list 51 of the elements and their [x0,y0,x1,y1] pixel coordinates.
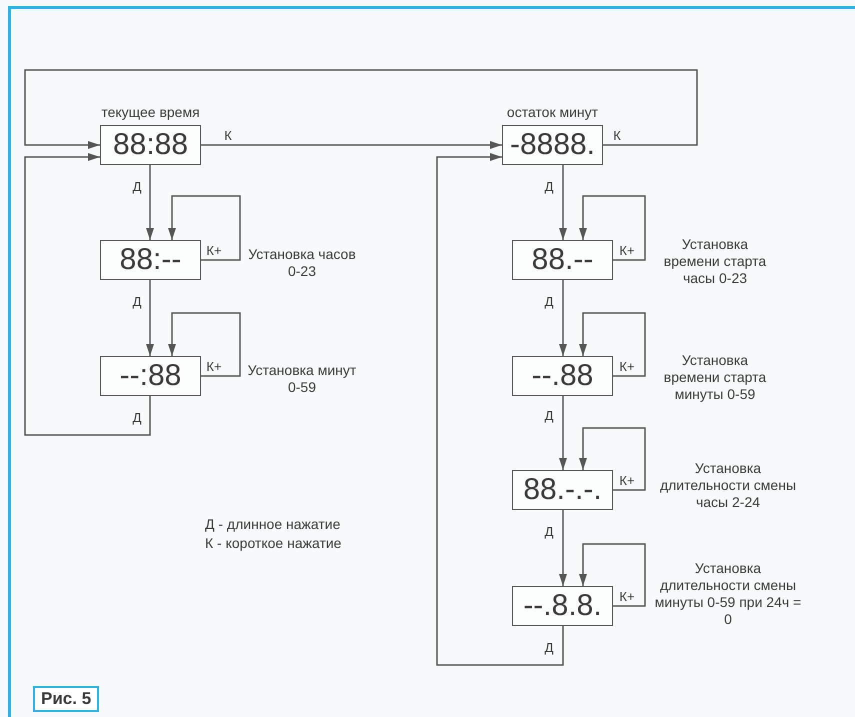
node-caption: Установка длительности смены минуты 0-59 при 24ч = 0 [654,560,802,628]
edge-label: К+ [618,474,636,488]
edge-label: К+ [618,590,636,604]
arrow [559,396,567,470]
arrow [559,165,567,240]
display-box: 88.-.-. [512,470,613,510]
display-box: -8888. [502,125,603,165]
note-text: Д - длинное нажатие [205,515,340,533]
arrow [201,141,502,149]
edge-label: К [223,129,233,143]
arrow [579,427,646,491]
arrow [168,312,241,377]
display-box: 88.-- [512,240,613,280]
arrow [436,153,564,666]
note-text: К - короткое нажатие [205,534,342,552]
node-caption: Установка длительности смены часы 2-24 [658,460,798,511]
arrow [146,165,154,240]
figure-caption: Рис. 5 [33,686,100,712]
arrow [579,312,646,377]
edge-label: Д [544,180,554,194]
edge-label: К [612,129,622,143]
edge-label: Д [544,409,554,423]
edge-label: Д [132,295,142,309]
node-caption: Установка времени старта часы 0-23 [662,236,768,287]
display-heading: текущее время [101,103,200,121]
arrow [24,153,151,436]
edge-label: Д [132,180,142,194]
arrow [146,280,154,356]
display-box: --.8.8. [512,586,613,626]
arrow [579,195,646,261]
display-box: 88:-- [100,240,201,280]
display-heading: остаток минут [506,103,598,121]
node-caption: Установка минут 0-59 [247,362,357,396]
edge-label: К+ [205,244,223,258]
display-box: --.88 [512,356,613,396]
node-caption: Установка времени старта минуты 0-59 [662,352,768,403]
edge-label: Д [544,525,554,539]
node-caption: Установка часов 0-23 [247,246,357,280]
arrow [559,510,567,586]
edge-label: К+ [205,360,223,374]
edge-label: Д [544,295,554,309]
arrow [24,69,698,149]
edge-label: К+ [618,360,636,374]
edge-label: Д [544,641,554,655]
display-box: 88:88 [100,125,201,165]
edge-label: К+ [618,244,636,258]
arrow [168,195,241,261]
arrow [559,280,567,356]
display-box: --:88 [100,356,201,396]
arrow [579,543,646,607]
edge-label: Д [132,411,142,425]
